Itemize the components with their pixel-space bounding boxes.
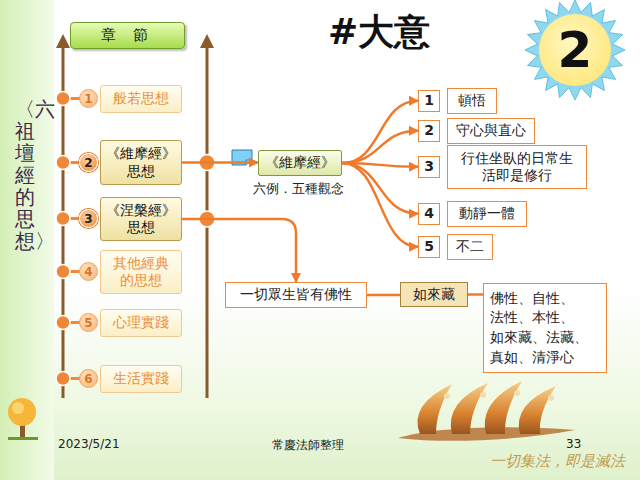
node-text: 佛性、自性、 法性、本性、 如來藏、法藏、 真如、清淨心	[490, 289, 600, 367]
chapter-number: 3	[79, 209, 98, 228]
timeline-dots	[56, 92, 215, 386]
node-text: 4	[424, 205, 434, 223]
item-number: 5	[418, 236, 440, 258]
node-text: 心理實踐	[113, 314, 169, 332]
vertical-heading: 〈六祖壇經的思想〉	[15, 98, 35, 252]
chapter-box: 生活實踐	[100, 365, 182, 393]
chapter-number: 5	[79, 313, 98, 332]
node-text: 守心與直心	[456, 122, 526, 140]
sutra-box: 《維摩經》	[258, 150, 342, 176]
motto: 一切集法，即是滅法	[490, 452, 625, 471]
node-text: 1	[424, 92, 434, 110]
key-term-box: 如來藏	[400, 282, 468, 307]
node-text: 3	[424, 158, 434, 176]
node-text: 般若思想	[113, 90, 169, 108]
node-text: 《維摩經》 思想	[105, 145, 177, 180]
node-text: 2	[424, 122, 434, 140]
concept-box: 守心與直心	[447, 118, 535, 144]
chapter-number: 6	[79, 369, 98, 388]
node-text: 如來藏	[413, 286, 455, 304]
slide-title: #大意	[328, 8, 430, 57]
node-text: 章 節	[101, 26, 154, 45]
sun-rays	[525, 0, 625, 100]
statement-box: 一切眾生皆有佛性	[225, 282, 367, 308]
node-text: 頓悟	[458, 92, 486, 110]
chapter-number: 4	[79, 262, 98, 281]
section-header: 章 節	[70, 22, 185, 49]
chapter-box: 其他經典 的思想	[100, 250, 182, 294]
node-text: 動靜一體	[459, 205, 515, 223]
chapter-number: 1	[79, 89, 98, 108]
concept-box: 不二	[447, 234, 493, 260]
side-band	[0, 0, 54, 480]
chapter-box: 《涅槃經》 思想	[100, 197, 182, 241]
node-text: 行住坐臥的日常生 活即是修行	[455, 150, 579, 185]
chapter-number: 2	[79, 153, 98, 172]
item-number: 2	[418, 120, 440, 142]
item-number: 3	[418, 156, 440, 178]
timeline-ticks	[63, 99, 80, 379]
node-text: 2	[84, 157, 92, 169]
node-text: 4	[84, 266, 92, 278]
footer-author: 常慶法師整理	[272, 437, 344, 454]
sun-rays-shape	[525, 0, 625, 100]
synonym-box: 佛性、自性、 法性、本性、 如來藏、法藏、 真如、清淨心	[483, 283, 607, 373]
node-text: 1	[84, 93, 92, 105]
connector	[182, 219, 296, 282]
node-text: 5	[424, 238, 434, 256]
concept-box: 動靜一體	[447, 201, 527, 227]
chapter-box: 《維摩經》 思想	[100, 140, 182, 185]
connector	[342, 131, 418, 163]
flame-illustration	[398, 381, 575, 441]
page-badge: 2	[539, 14, 611, 86]
node-text: 不二	[456, 238, 484, 256]
node-text: 5	[84, 317, 92, 329]
caption-note: 六例．五種觀念	[253, 180, 344, 198]
node-text: 《涅槃經》 思想	[105, 202, 177, 237]
item-number: 4	[418, 203, 440, 225]
node-text: 其他經典 的思想	[105, 255, 177, 290]
node-text: 《維摩經》	[265, 154, 335, 172]
concept-box: 頓悟	[447, 88, 497, 114]
item-number: 1	[418, 90, 440, 112]
connector	[342, 101, 418, 163]
connector	[468, 293, 483, 296]
node-text: 6	[84, 373, 92, 385]
timeline-arrows	[56, 34, 214, 398]
node-text: 一切眾生皆有佛性	[240, 286, 352, 304]
page-number: 33	[566, 437, 581, 451]
connector	[367, 294, 400, 297]
chapter-box: 心理實踐	[100, 309, 182, 337]
node-text: 3	[84, 213, 92, 225]
connector	[342, 163, 418, 247]
node-text: 生活實踐	[113, 370, 169, 388]
node-text: 2	[558, 25, 593, 75]
tree-icon	[8, 398, 38, 440]
footer-date: 2023/5/21	[58, 437, 120, 451]
chapter-box: 般若思想	[100, 85, 182, 113]
concept-box: 行住坐臥的日常生 活即是修行	[447, 145, 587, 189]
connector	[182, 161, 258, 164]
